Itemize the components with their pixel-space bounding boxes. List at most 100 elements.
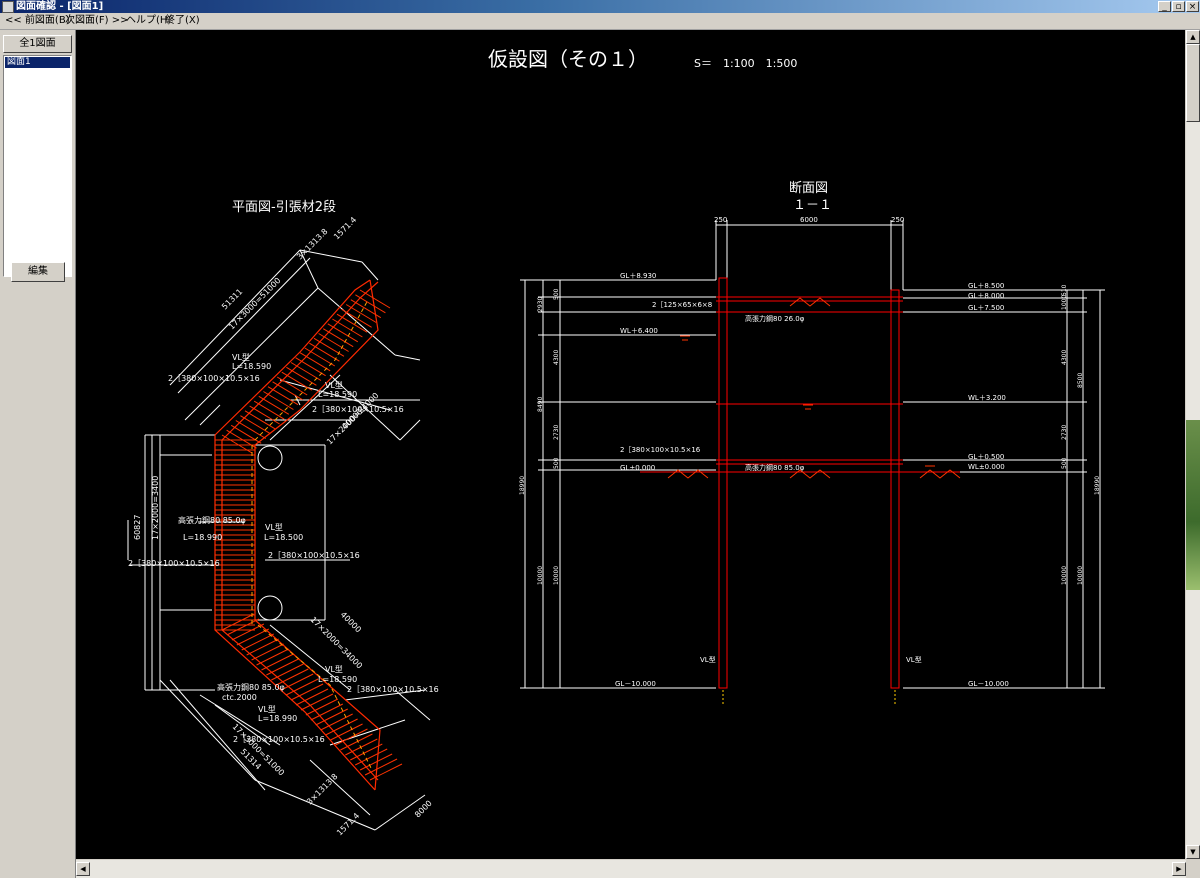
plan-title: 平面図-引張材2段 bbox=[232, 200, 336, 215]
scroll-down-icon[interactable]: ▼ bbox=[1186, 845, 1200, 859]
hatch-line bbox=[281, 371, 313, 391]
plan-dim-2: 17×3000=51000 bbox=[227, 276, 282, 331]
scroll-up-icon[interactable]: ▲ bbox=[1186, 30, 1200, 44]
member-pile-left: VL型 bbox=[700, 655, 716, 664]
plan-dim-13: 17×2000=3400 bbox=[151, 476, 160, 540]
level-wl-left: WL＋6.400 bbox=[620, 327, 658, 335]
app-icon bbox=[2, 1, 14, 13]
hatch-line bbox=[359, 289, 391, 309]
plan-vl-length-5: L=18.990 bbox=[258, 714, 297, 723]
level-gl-left-top: GL＋8.930 bbox=[620, 272, 656, 280]
member-strut: 2［125×65×6×8 bbox=[652, 301, 712, 309]
hatch-line bbox=[221, 434, 253, 454]
hatch-line bbox=[315, 708, 348, 726]
plan-vl-length-4: L=18.590 bbox=[318, 675, 357, 684]
plan-wale-label-6: 2［380×100×10.5×16 bbox=[233, 735, 325, 744]
drawing-title: 仮設図（その１） bbox=[488, 47, 648, 71]
menu-next-drawing[interactable]: 次図面(F) >> bbox=[65, 15, 129, 26]
hatch-line bbox=[305, 698, 339, 716]
scroll-right-icon[interactable]: ▶ bbox=[1172, 862, 1186, 876]
drawing-list-panel: 全1図面 図面1 編集 bbox=[0, 30, 76, 878]
section-subtitle: １－１ bbox=[793, 198, 832, 213]
hatch-line bbox=[332, 318, 363, 338]
list-item-drawing-1[interactable]: 図面1 bbox=[5, 57, 70, 68]
hatch-line bbox=[345, 304, 377, 323]
plan-vl-length-1: L=18.590 bbox=[232, 362, 271, 371]
hatch-line bbox=[267, 386, 299, 406]
window-title: 図面確認 - [図面1] bbox=[16, 1, 104, 12]
level-gl-right-2: GL＋8.000 bbox=[968, 292, 1004, 300]
maximize-button[interactable]: ▫ bbox=[1172, 1, 1185, 12]
close-button[interactable]: × bbox=[1186, 1, 1199, 12]
plan-wale-label-2: 2［380×100×10.5×16 bbox=[312, 405, 404, 414]
horizontal-scrollbar[interactable]: ◀ ▶ bbox=[76, 860, 1186, 878]
member-anchor-bottom: 高張力鋼80 85.0φ bbox=[745, 463, 805, 472]
right-dim-4: 2730 bbox=[1061, 425, 1068, 440]
hatch-line bbox=[286, 366, 317, 386]
plan-dim-15: 1571.4 bbox=[332, 215, 358, 241]
plan-anchor-label-1: 高張力鋼80 85.0φ bbox=[178, 515, 246, 525]
hatch-line bbox=[258, 395, 290, 415]
level-gl-right-3: GL＋7.500 bbox=[968, 304, 1004, 312]
hatch-line bbox=[359, 753, 393, 771]
minimize-button[interactable]: _ bbox=[1158, 1, 1171, 12]
drawing-canvas[interactable]: 仮設図（その１） S＝ 1:100 1:500 平面図-引張材2段 bbox=[76, 30, 1185, 859]
hatch-line bbox=[271, 663, 304, 681]
hatch-line bbox=[325, 718, 358, 736]
level-gl-right-4: GL＋0.500 bbox=[968, 453, 1004, 461]
title-bar: 図面確認 - [図面1] _ ▫ × bbox=[0, 0, 1200, 13]
hatch-line bbox=[246, 638, 279, 656]
hatch-line bbox=[263, 391, 294, 410]
hatch-line bbox=[369, 763, 403, 781]
plan-dim-4: 17×2000=34000 bbox=[325, 391, 380, 446]
background-image-strip bbox=[1186, 420, 1200, 590]
plan-anchor-label-2: 高張力鋼80 85.0φ bbox=[217, 682, 285, 692]
drawing-scale: S＝ 1:100 1:500 bbox=[694, 57, 797, 70]
hatch-line bbox=[345, 738, 378, 756]
hatch-line bbox=[235, 420, 267, 439]
hatch-line bbox=[290, 683, 324, 701]
plan-vl-label-1: VL型 bbox=[232, 353, 250, 362]
level-wl-right-2: WL±0.000 bbox=[968, 463, 1005, 471]
hatch-line bbox=[364, 758, 398, 776]
hatch-line bbox=[249, 405, 280, 425]
plan-wale-label-5: 2［380×100×10.5×16 bbox=[347, 685, 439, 694]
all-drawings-button[interactable]: 全1図面 bbox=[3, 35, 72, 53]
level-gl-left-pm: GL±0.000 bbox=[620, 464, 655, 472]
left-dim-8: 18990 bbox=[519, 476, 526, 495]
menu-exit[interactable]: 終了(X) bbox=[165, 15, 200, 26]
menu-help[interactable]: ヘルプ(H) bbox=[126, 15, 172, 26]
section-dim-top-left: 250 bbox=[714, 216, 727, 224]
plan-vl-label-4: VL型 bbox=[325, 665, 343, 674]
right-dim-2: 4300 bbox=[1061, 350, 1068, 365]
hatch-line bbox=[322, 328, 354, 348]
plan-vl-label-3: VL型 bbox=[265, 523, 283, 532]
hatch-line bbox=[336, 313, 368, 333]
drawing-listbox[interactable]: 図面1 bbox=[3, 55, 72, 277]
scroll-left-icon[interactable]: ◀ bbox=[76, 862, 90, 876]
edit-button[interactable]: 編集 bbox=[11, 262, 65, 282]
hatch-line bbox=[341, 308, 372, 328]
hatch-line bbox=[230, 424, 262, 444]
plan-wale-label-4: 2［380×100×10.5×16 bbox=[268, 551, 360, 560]
vertical-scroll-thumb[interactable] bbox=[1186, 44, 1200, 122]
member-wale: 2［380×100×10.5×16 bbox=[620, 446, 701, 454]
plan-dim-6: 40000 bbox=[339, 610, 363, 634]
hatch-line bbox=[330, 723, 363, 741]
hatch-line bbox=[226, 618, 260, 636]
plan-dim-12: 60827 bbox=[133, 515, 142, 540]
left-dim-1: 500 bbox=[553, 288, 560, 300]
hatch-line bbox=[304, 347, 336, 367]
hatch-line bbox=[240, 415, 271, 435]
plan-vl-label-5: VL型 bbox=[258, 705, 276, 714]
hatch-line bbox=[266, 658, 299, 676]
left-dim-7b: 10000 bbox=[537, 566, 544, 585]
right-dim-7: 18990 bbox=[1094, 476, 1101, 495]
hatch-line bbox=[221, 613, 255, 631]
hatch-line bbox=[299, 352, 331, 372]
plan-anchor-length-2: ctc.2000 bbox=[222, 693, 257, 702]
section-title: 断面図 bbox=[789, 181, 828, 196]
menu-prev-drawing[interactable]: << 前図面(B) bbox=[5, 15, 70, 26]
plan-dim-14: 3×1313.8 bbox=[295, 227, 330, 262]
hatch-line bbox=[261, 653, 294, 671]
